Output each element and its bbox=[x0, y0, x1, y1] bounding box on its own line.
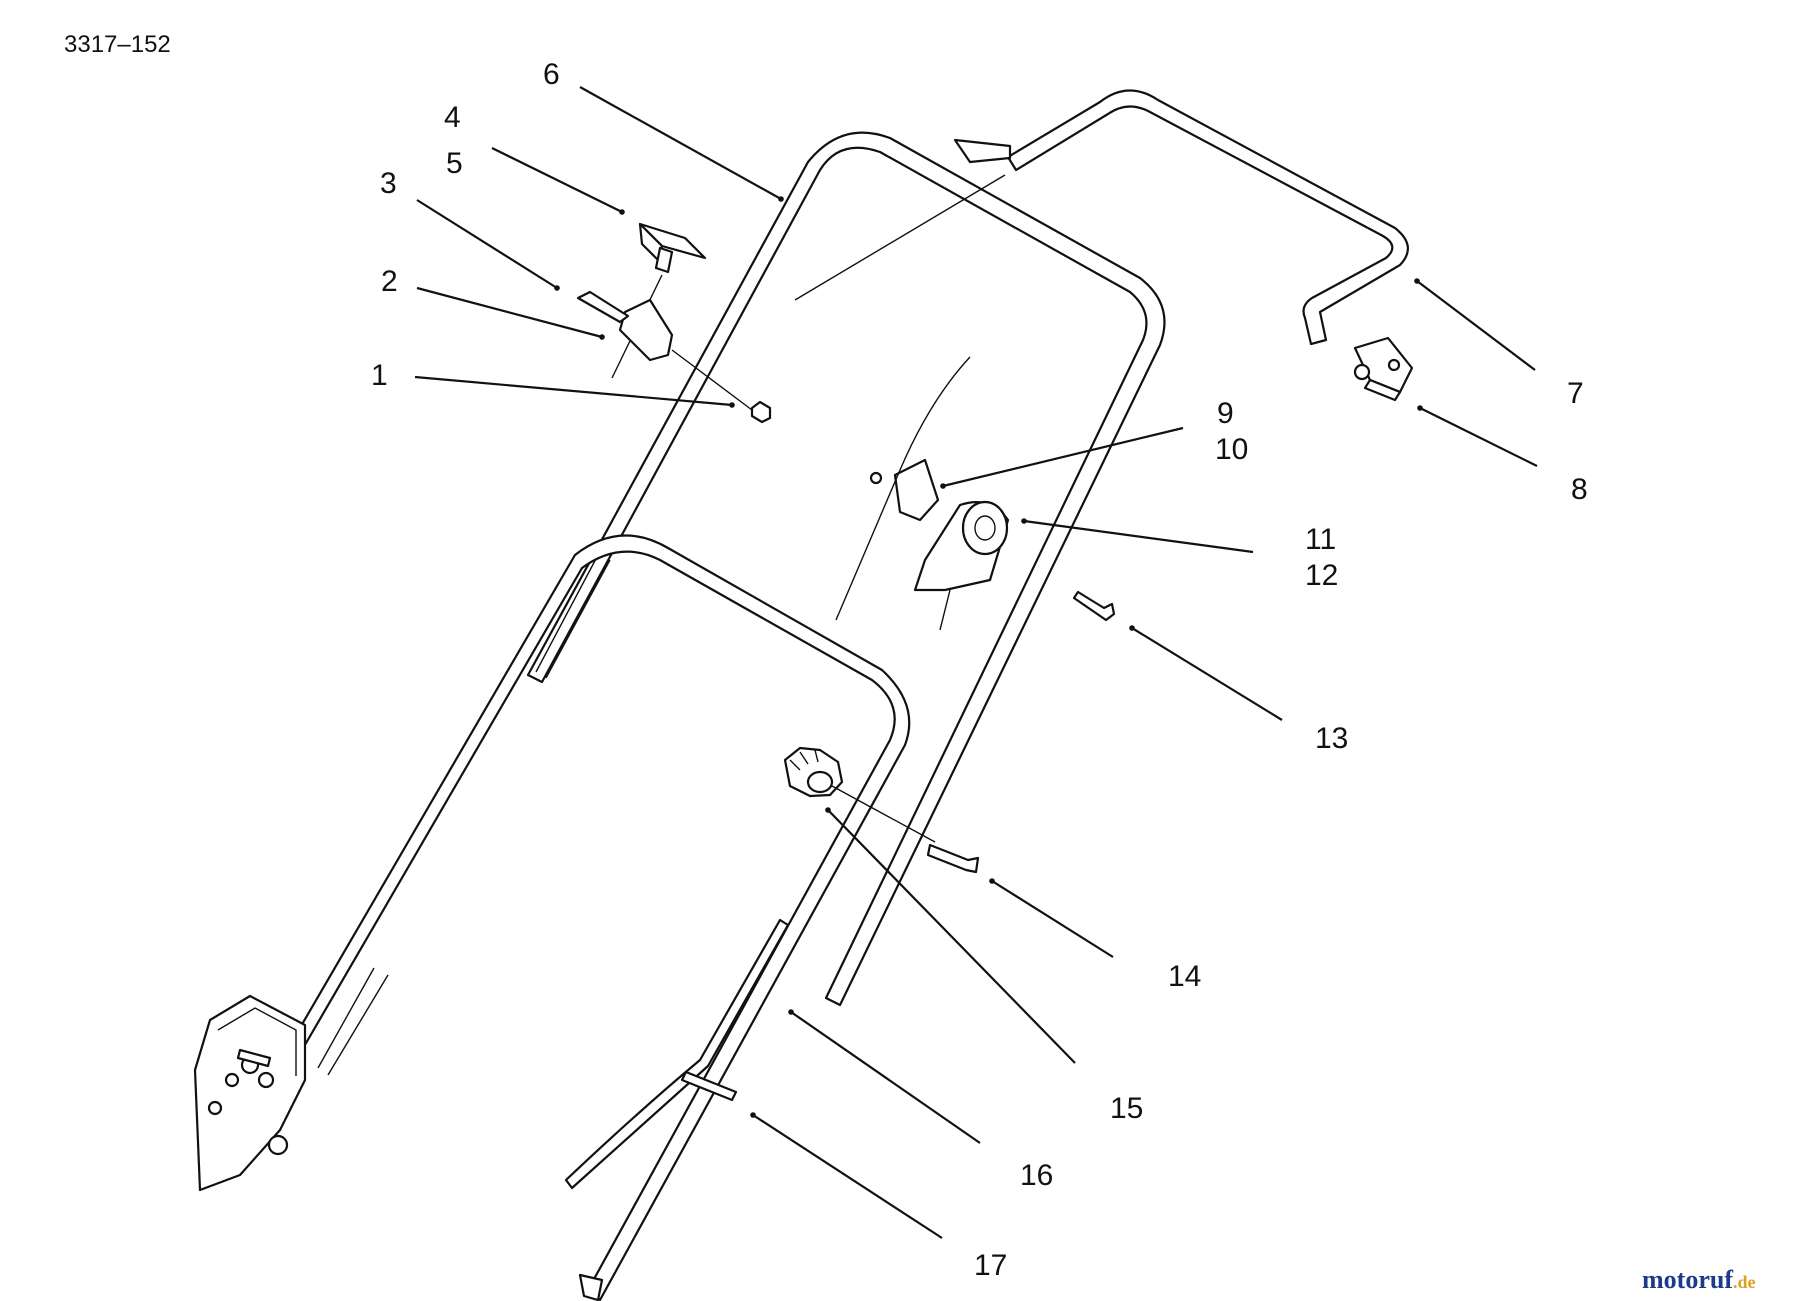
cable-clip bbox=[869, 458, 940, 522]
leader-3 bbox=[416, 199, 558, 289]
leader-13 bbox=[1131, 627, 1283, 721]
upper-handle bbox=[526, 131, 1166, 1007]
watermark-logo: motoruf.de bbox=[1642, 1265, 1755, 1294]
handle-bolt bbox=[926, 843, 980, 874]
leader-1112 bbox=[1023, 519, 1254, 554]
callout-16: 16 bbox=[1020, 1159, 1053, 1192]
callout-14: 14 bbox=[1168, 960, 1201, 993]
leader-6 bbox=[579, 86, 782, 200]
callout-4: 4 bbox=[444, 101, 461, 134]
watermark-brand: motoruf bbox=[1642, 1265, 1733, 1294]
handle-tube-end bbox=[578, 1273, 604, 1301]
leader-17 bbox=[752, 1114, 943, 1239]
callout-7: 7 bbox=[1567, 377, 1584, 410]
control-cable bbox=[835, 356, 971, 621]
callout-13: 13 bbox=[1315, 722, 1348, 755]
lock-nut bbox=[750, 400, 772, 424]
leader-45 bbox=[491, 147, 623, 213]
leader-1 bbox=[414, 375, 733, 407]
knob-axis-line bbox=[831, 785, 936, 843]
bail-guide-line bbox=[794, 174, 1006, 301]
callout-12: 12 bbox=[1305, 559, 1338, 592]
cable-and-tie bbox=[564, 918, 790, 1190]
lower-handle-sleeve bbox=[317, 967, 389, 1076]
callout-3: 3 bbox=[380, 167, 397, 200]
callout-17: 17 bbox=[974, 1249, 1007, 1282]
leader-14 bbox=[991, 880, 1114, 958]
leader-15 bbox=[827, 809, 1076, 1064]
callout-11: 11 bbox=[1305, 523, 1336, 556]
throttle-control bbox=[913, 500, 1010, 631]
leader-7 bbox=[1416, 280, 1536, 371]
leader-2 bbox=[416, 286, 603, 339]
svg-text:motoruf.de: motoruf.de bbox=[1642, 1265, 1755, 1294]
upper-handle-sleeve bbox=[535, 554, 611, 679]
rope-guide bbox=[618, 298, 674, 362]
control-bail bbox=[1006, 89, 1409, 346]
bail-bracket bbox=[1353, 336, 1414, 402]
callout-8: 8 bbox=[1571, 473, 1588, 506]
watermark-tld: .de bbox=[1733, 1272, 1756, 1292]
guide-bolt bbox=[576, 290, 630, 324]
leader-8 bbox=[1419, 407, 1538, 467]
callout-10: 10 bbox=[1215, 433, 1248, 466]
lower-handle bbox=[288, 534, 911, 1301]
callout-2: 2 bbox=[381, 265, 398, 298]
handle-knob bbox=[783, 746, 844, 798]
callout-5: 5 bbox=[446, 147, 463, 180]
callout-15: 15 bbox=[1110, 1092, 1143, 1125]
bail-plate bbox=[953, 138, 1012, 164]
rope-handle bbox=[638, 222, 707, 274]
throttle-bolt bbox=[1072, 590, 1116, 622]
drawing-number: 3317–152 bbox=[64, 31, 171, 58]
leader-lines bbox=[414, 86, 1538, 1239]
callout-1: 1 bbox=[371, 359, 388, 392]
leader-910 bbox=[942, 426, 1184, 488]
leader-16 bbox=[790, 1011, 981, 1144]
height-adjuster-bracket bbox=[193, 994, 307, 1192]
callout-9: 9 bbox=[1217, 397, 1234, 430]
callout-6: 6 bbox=[543, 58, 560, 91]
bolt-axis-line bbox=[671, 349, 753, 411]
